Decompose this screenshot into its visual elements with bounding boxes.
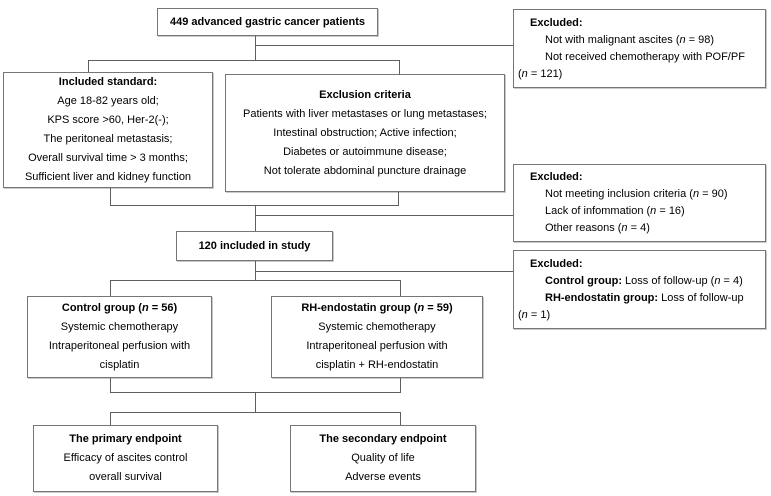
connector-line — [110, 280, 111, 296]
connector-line — [110, 412, 111, 425]
text-line: 120 included in study — [198, 239, 311, 252]
excluded-ascites-box: Excluded: Not with malignant ascites (n =… — [513, 9, 766, 88]
connector-line — [255, 271, 513, 272]
text-line: Patients with liver metastases or lung m… — [243, 107, 487, 120]
connector-line — [400, 378, 401, 392]
connector-line — [88, 60, 89, 72]
included-in-study-box: 120 included in study — [176, 231, 333, 261]
excluded-followup-box: Excluded: Control group: Loss of follow-u… — [513, 250, 766, 329]
text-line: The primary endpoint — [69, 433, 182, 445]
text-line: The secondary endpoint — [319, 433, 447, 445]
text-line: Excluded: — [530, 257, 583, 270]
text-line: Control group (n = 56) — [61, 302, 178, 314]
connector-line — [110, 412, 401, 413]
text-line: Included standard: — [58, 76, 158, 88]
text-line: (n = 1) — [518, 308, 551, 321]
text-line: Intestinal obstruction; Active infection… — [273, 126, 457, 139]
text-line: Other reasons (n = 4) — [545, 222, 650, 234]
connector-line — [110, 188, 111, 205]
text-line: cisplatin + RH-endostatin — [315, 359, 439, 371]
text-line: Efficacy of ascites control — [63, 452, 188, 464]
text-line: Not with malignant ascites (n = 98) — [545, 33, 715, 46]
text-line: Systemic chemotherapy — [60, 321, 179, 333]
text-line: cisplatin — [99, 359, 140, 371]
text-line: Not meeting inclusion criteria (n = 90) — [545, 188, 728, 200]
text-line: (n = 121) — [518, 67, 563, 80]
included-standard-box: Included standard: Age 18-82 years old; KP… — [3, 72, 213, 188]
connector-line — [400, 280, 401, 296]
text-line: Adverse events — [345, 471, 421, 483]
connector-line — [400, 412, 401, 425]
text-line: The peritoneal metastasis; — [43, 133, 173, 145]
connector-line — [110, 205, 399, 206]
rh-endostatin-group-box: RH-endostatin group (n = 59) Systemic che… — [271, 296, 483, 378]
text-line: RH-endostatin group: Loss of follow-up — [545, 291, 744, 304]
excluded-criteria-box: Excluded: Not meeting inclusion criteria … — [513, 164, 766, 242]
connector-line — [255, 261, 256, 280]
text-line: 449 advanced gastric cancer patients — [169, 15, 366, 28]
text-line: Control group: Loss of follow-up (n = 4) — [545, 274, 743, 287]
connector-line — [110, 378, 111, 392]
text-line: Lack of infommation (n = 16) — [545, 205, 685, 217]
connector-line — [255, 392, 256, 412]
text-line: Sufficient liver and kidney function — [24, 171, 192, 183]
text-line: Diabetes or autoimmune disease; — [283, 145, 447, 158]
text-line: Age 18-82 years old; — [57, 95, 159, 107]
text-line: Intraperitoneal perfusion with — [48, 340, 191, 352]
control-group-box: Control group (n = 56) Systemic chemother… — [27, 296, 212, 378]
connector-line — [255, 205, 256, 231]
text-line: Intraperitoneal perfusion with — [306, 340, 448, 352]
connector-line — [88, 60, 400, 61]
text-line: RH-endostatin group (n = 59) — [301, 302, 453, 314]
connector-line — [399, 60, 400, 75]
text-line: overall survival — [89, 471, 162, 483]
text-line: Excluded: — [530, 171, 583, 183]
text-line: Systemic chemotherapy — [318, 321, 436, 333]
text-line: Not tolerate abdominal puncture drainage — [263, 164, 467, 177]
connector-line — [110, 280, 401, 281]
connector-line — [255, 36, 256, 60]
text-line: Exclusion criteria — [319, 88, 411, 101]
text-line: Not received chemotherapy with POF/PF — [545, 50, 745, 63]
patients-box: 449 advanced gastric cancer patients — [157, 8, 378, 36]
connector-line — [255, 45, 513, 46]
text-line: Excluded: — [530, 16, 583, 29]
connector-line — [255, 215, 513, 216]
text-line: Quality of life — [351, 452, 415, 464]
text-line: Overall survival time > 3 months; — [28, 152, 188, 164]
connector-line — [398, 192, 399, 205]
text-line: KPS score >60, Her-2(-); — [47, 114, 169, 126]
